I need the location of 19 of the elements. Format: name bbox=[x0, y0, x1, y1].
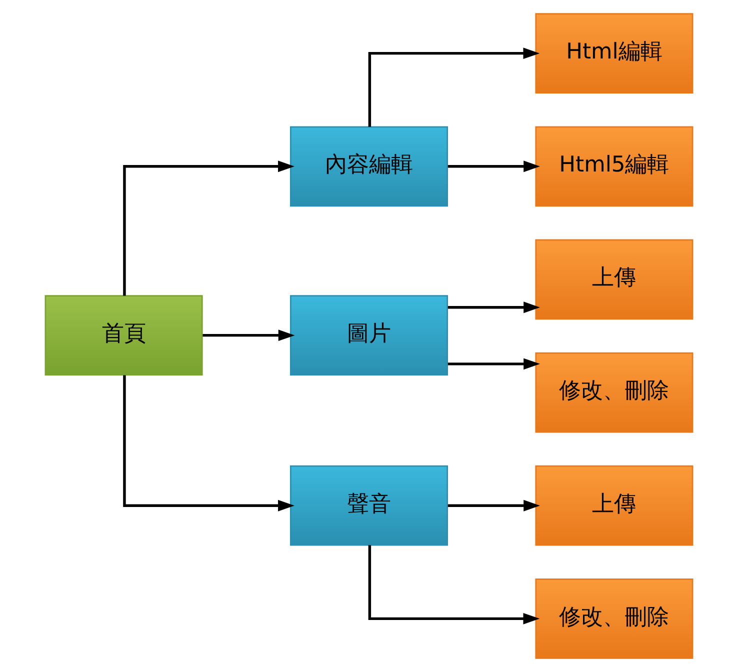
node-box: Html5編輯 bbox=[534, 126, 693, 207]
node-box: 上傳 bbox=[534, 465, 693, 546]
arrow bbox=[202, 330, 294, 342]
arrow bbox=[447, 358, 540, 370]
arrow bbox=[368, 48, 540, 127]
node-box: 修改、刪除 bbox=[534, 578, 693, 659]
node-box: Html編輯 bbox=[534, 13, 693, 94]
arrow bbox=[122, 160, 294, 296]
node-box: 首頁 bbox=[44, 295, 202, 376]
node-box: 內容編輯 bbox=[289, 126, 448, 207]
node-box: 上傳 bbox=[534, 239, 693, 320]
arrow bbox=[447, 500, 540, 512]
arrow bbox=[368, 545, 540, 624]
node-box: 圖片 bbox=[289, 295, 448, 376]
arrow bbox=[447, 302, 540, 314]
node-box: 聲音 bbox=[289, 465, 448, 546]
arrow bbox=[122, 375, 294, 512]
arrow bbox=[447, 160, 540, 172]
node-box: 修改、刪除 bbox=[534, 352, 693, 433]
